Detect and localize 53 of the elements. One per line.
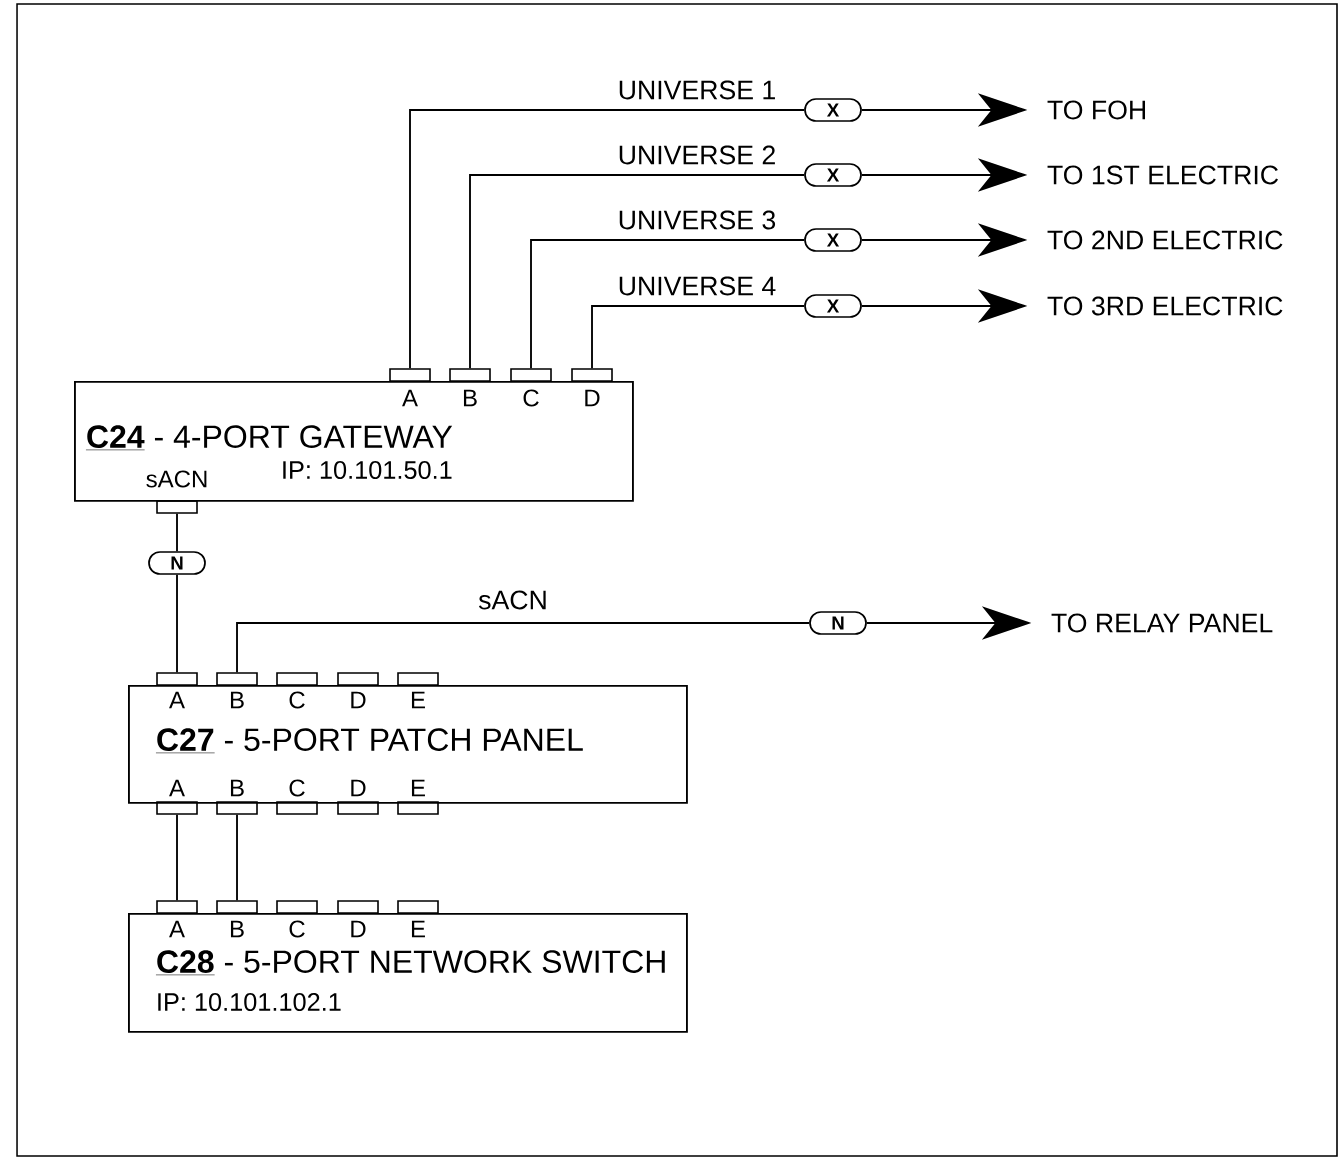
port-label: A [402,389,418,407]
port-label: C [289,779,305,797]
port-label: B [230,779,244,797]
port-label: A [169,691,185,709]
port-label: D [351,691,366,709]
connector-pill: X [804,98,862,122]
port-label: C [289,691,305,709]
device-title: C28 - 5-PORT NETWORK SWITCH [155,950,665,976]
destination-label: TO RELAY PANEL [1051,613,1273,633]
destination-label: TO 1ST ELECTRIC [1047,165,1279,185]
port-label: B [230,920,244,938]
connector-line [176,573,178,674]
connector-line [176,512,178,553]
port-label: C [289,920,305,938]
port-label: E [411,779,425,797]
ip-address: IP: 10.101.102.1 [158,993,341,1011]
device-title: C27 - 5-PORT PATCH PANEL [155,728,583,754]
destination-label: TO 2ND ELECTRIC [1047,230,1283,250]
device-box [128,685,688,804]
connector-line [236,813,238,902]
connector-pill: X [804,294,862,318]
connector-line [236,622,811,674]
ip-address: IP: 10.101.50.1 [283,461,452,479]
port-label: A [169,920,185,938]
edge-label: UNIVERSE 4 [619,276,776,296]
port-label: D [585,389,600,407]
port-label: E [411,920,425,938]
port-label: B [230,691,244,709]
destination-label: TO FOH [1047,100,1145,120]
port-label: E [411,691,425,709]
connector-line [591,305,806,370]
port-label: D [351,779,366,797]
edge-label: UNIVERSE 2 [619,145,775,165]
connector-pill: N [148,551,206,575]
edge-label: UNIVERSE 1 [619,80,775,100]
connector-pill: X [804,163,862,187]
connector-line [409,109,806,370]
connector-pill: N [809,611,867,635]
port-label: C [523,389,539,407]
port-label: A [169,779,185,797]
edge-label: UNIVERSE 3 [619,210,776,230]
port-label: D [351,920,366,938]
device-title: C24 - 4-PORT GATEWAY [85,425,453,451]
connector-line [530,239,806,370]
port-label: B [463,389,477,407]
destination-label: TO 3RD ELECTRIC [1047,296,1283,316]
edge-label: sACN [478,590,546,610]
port-label: sACN [146,470,207,488]
device-box [74,381,634,502]
device-box [128,913,688,1033]
connector-line [469,174,806,370]
connector-pill: X [804,228,862,252]
connector-line [176,813,178,902]
